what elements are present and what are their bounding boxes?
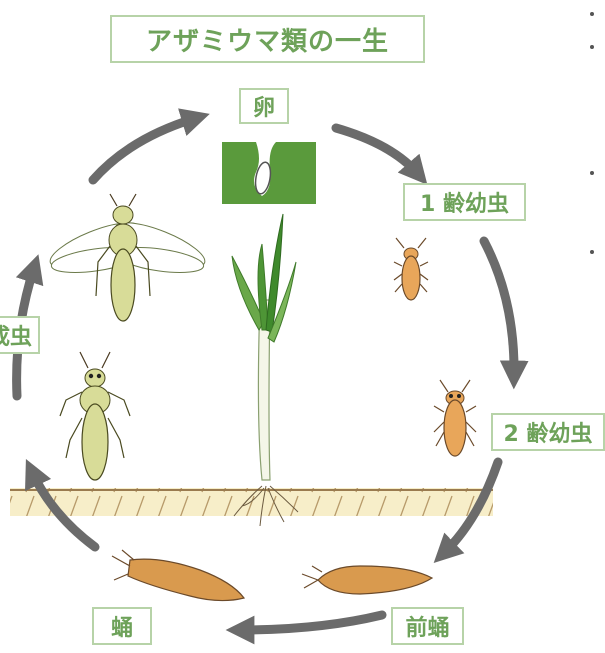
- diagram-title: アザミウマ類の一生: [110, 15, 425, 63]
- stage-label-prepupa: 前蛹: [391, 607, 464, 645]
- plant-illustration: [232, 214, 298, 526]
- stage-label-pupa: 蛹: [92, 607, 152, 645]
- larva1-illustration: [394, 238, 428, 300]
- egg-in-tissue: [222, 142, 316, 204]
- margin-dot: [590, 171, 594, 175]
- soil: [10, 488, 493, 516]
- margin-dot: [590, 12, 594, 16]
- larva2-illustration: [434, 380, 476, 456]
- adult-wingless-illustration: [60, 352, 130, 480]
- prepupa-illustration: [302, 566, 432, 594]
- stage-label-larva1: 1 齢幼虫: [403, 183, 526, 221]
- arrow-adult-to-egg: [93, 118, 196, 180]
- arrow-prepupa-to-pupa: [240, 615, 382, 630]
- arrow-egg-to-larva1: [336, 128, 418, 174]
- margin-dot: [590, 250, 594, 254]
- stage-label-adult: 成虫: [0, 316, 40, 354]
- pupa-illustration: [112, 550, 244, 601]
- arrow-larva1-to-larva2: [484, 241, 514, 375]
- margin-dot: [590, 45, 594, 49]
- stage-label-larva2: 2 齢幼虫: [491, 413, 605, 451]
- adult-winged-illustration: [45, 194, 209, 321]
- stage-label-egg: 卵: [239, 88, 289, 124]
